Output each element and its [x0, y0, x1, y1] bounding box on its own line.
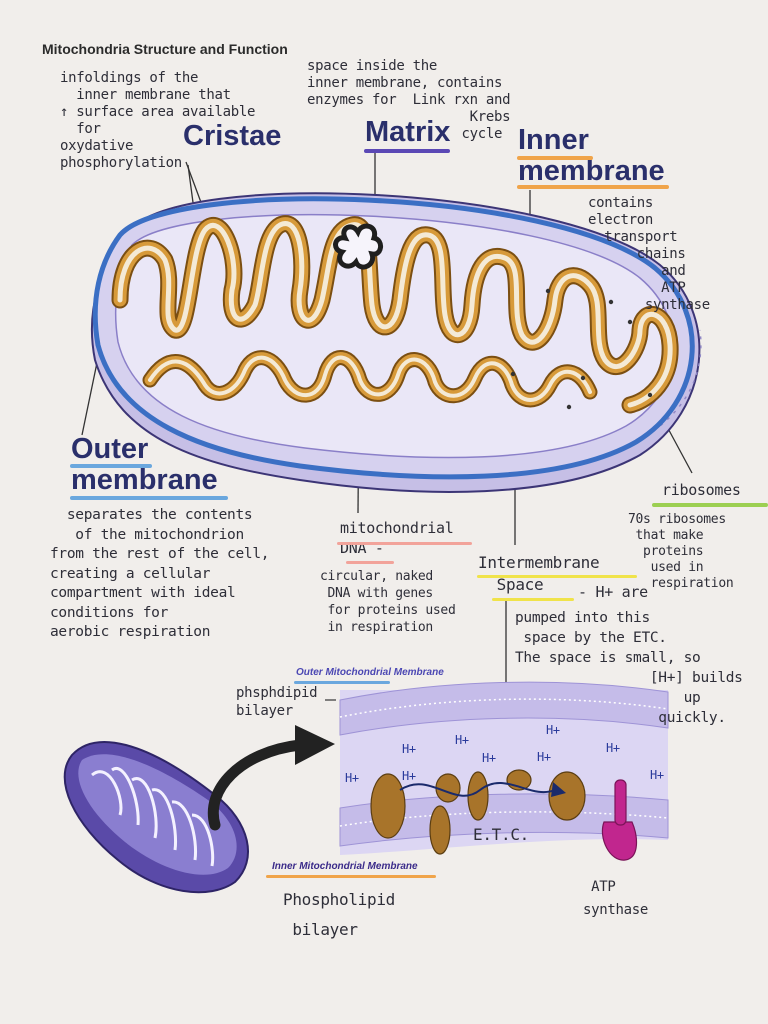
mtdna-loop	[333, 223, 383, 270]
matrix-note: space inside the inner membrane, contain…	[307, 58, 511, 142]
h-ion: H+	[537, 750, 551, 764]
h-ion: H+	[402, 742, 416, 756]
atp-synthase-label: ATP synthase	[583, 879, 649, 918]
membrane-inset	[63, 681, 669, 894]
ribosomes-note: 70s ribosomes that make proteins used in…	[628, 512, 734, 591]
phospholipid-bottom-label: Phospholipid bilayer	[283, 890, 395, 939]
h-ion: H+	[402, 769, 416, 783]
h-ion: H+	[345, 771, 359, 785]
outer-membrane-underline-1	[70, 464, 152, 468]
matrix-underline	[364, 149, 450, 153]
intermembrane-underline-1	[477, 575, 637, 578]
cristae-heading: Cristae	[183, 120, 282, 152]
etc-proteins	[370, 769, 586, 855]
zoom-arrow	[207, 739, 306, 831]
page-title: Mitochondria Structure and Function	[42, 41, 288, 57]
phospholipid-top-label: phsphdipid bilayer	[236, 685, 318, 719]
mtdna-note: circular, naked DNA with genes for prote…	[320, 569, 456, 635]
electron-path	[399, 782, 556, 797]
inner-mitochondrial-membrane-label: Inner Mitochondrial Membrane	[272, 861, 418, 872]
h-ion: H+	[482, 751, 496, 765]
mitochondrion-body	[90, 192, 702, 493]
h-ion: H+	[455, 733, 469, 747]
matrix-heading: Matrix	[365, 116, 451, 148]
outer-membrane-underline-2	[70, 496, 228, 500]
outer-mito-label-underline	[294, 681, 390, 684]
h-ion: H+	[650, 768, 664, 782]
inner-membrane-note: contains electron transport chains and A…	[588, 195, 710, 313]
small-mitochondrion-icon	[63, 741, 249, 894]
inner-membrane-underline-1	[517, 156, 593, 160]
intermembrane-note: pumped into this space by the ETC. The s…	[515, 610, 743, 726]
intermembrane-underline-2	[492, 598, 574, 601]
intermembrane-suffix: - H+ are	[578, 583, 648, 601]
ribosomes-heading: ribosomes	[662, 481, 741, 499]
mtdna-heading: mitochondrial DNA -	[340, 519, 454, 557]
inner-membrane-underline-2	[517, 185, 669, 189]
outer-membrane-heading: Outer membrane	[71, 433, 218, 496]
ribosome-dots	[510, 288, 653, 410]
cristae-note: infoldings of the inner membrane that ↑ …	[60, 70, 256, 171]
inner-mito-label-underline	[266, 875, 436, 878]
outer-mitochondrial-membrane-label: Outer Mitochondrial Membrane	[296, 667, 444, 678]
mtdna-underline-1	[337, 542, 472, 545]
outer-membrane-note: separates the contents of the mitochondr…	[50, 507, 270, 640]
cristae-folds	[111, 215, 679, 414]
h-ion: H+	[606, 741, 620, 755]
etc-label: E.T.C.	[473, 825, 529, 844]
inner-membrane-heading: Inner membrane	[518, 124, 665, 187]
mtdna-underline-2	[346, 561, 394, 564]
h-ion: H+	[546, 723, 560, 737]
ribosomes-underline	[652, 503, 768, 507]
atp-synthase-shape	[601, 779, 637, 861]
intermembrane-heading: Intermembrane Space	[478, 553, 600, 594]
